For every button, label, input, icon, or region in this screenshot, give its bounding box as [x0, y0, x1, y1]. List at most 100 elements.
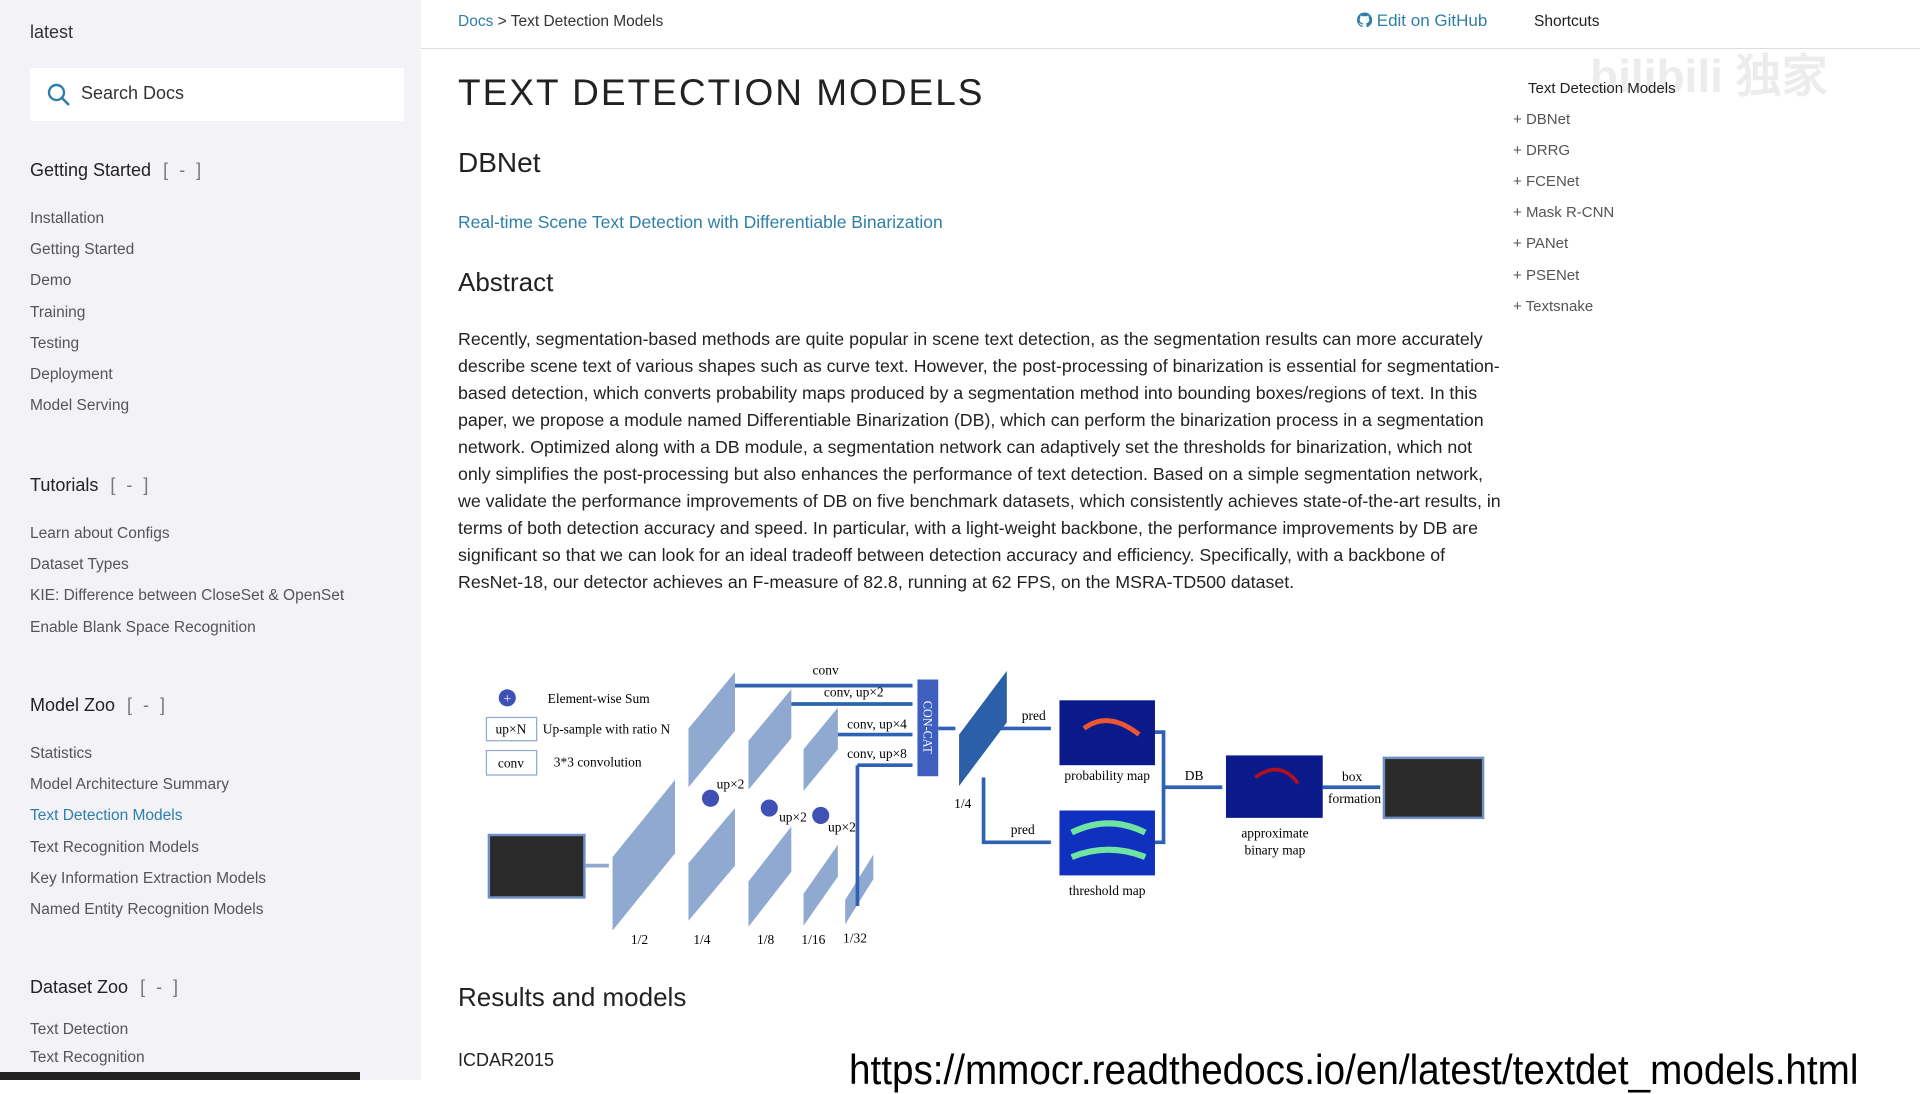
sidebar-item-enable-blank-space-recognition[interactable]: Enable Blank Space Recognition: [30, 618, 256, 636]
breadcrumb: Docs > Text Detection Models: [458, 13, 663, 31]
nav-section-getting-started: Getting Started [ - ]: [30, 160, 204, 181]
sum-nodes: [701, 789, 830, 824]
sidebar-item-model-serving[interactable]: Model Serving: [30, 397, 130, 415]
nav-section-model-zoo: Model Zoo [ - ]: [30, 695, 168, 716]
sidebar-item-dataset-types[interactable]: Dataset Types: [30, 556, 129, 574]
legend-sum: Element-wise Sum: [548, 691, 651, 706]
binary-map-label: binary map: [1245, 843, 1306, 858]
label-conv: conv: [813, 663, 839, 678]
nav-section-title: Tutorials: [30, 475, 99, 495]
sidebar-item-model-architecture-summary[interactable]: Model Architecture Summary: [30, 776, 229, 794]
sum-icon: [498, 689, 516, 707]
search-placeholder: Search Docs: [81, 83, 185, 103]
sidebar-item-training[interactable]: Training: [30, 303, 86, 321]
overlay-url-caption: https://mmocr.readthedocs.io/en/latest/t…: [849, 1046, 1859, 1093]
plus-icon: +: [1513, 142, 1522, 160]
arrows: [585, 683, 1381, 907]
scale-label: 1/16: [801, 932, 825, 947]
toc-item-label: PANet: [1525, 235, 1569, 253]
toc-item-dbnet[interactable]: + DBNet: [1513, 111, 1570, 128]
box-label: box: [1342, 769, 1362, 784]
sidebar-item-text-detection-models[interactable]: Text Detection Models: [30, 807, 183, 825]
abstract-text: Recently, segmentation-based methods are…: [458, 329, 1501, 592]
collapse-toggle[interactable]: [ - ]: [127, 695, 169, 715]
nav-section-dataset-zoo: Dataset Zoo[ - ]: [30, 977, 181, 998]
legend-conv-box: conv: [498, 756, 524, 771]
nav-section-title: Getting Started: [30, 160, 152, 180]
approx-label: approximate: [1241, 825, 1308, 840]
collapse-toggle[interactable]: [ - ]: [140, 977, 182, 997]
toc-title[interactable]: Text Detection Models: [1528, 80, 1676, 97]
nav-section-title: Model Zoo: [30, 695, 116, 715]
probability-map-label: probability map: [1064, 768, 1150, 783]
plus-icon: +: [1513, 266, 1522, 284]
toc-item-psenet[interactable]: + PSENet: [1513, 267, 1579, 284]
label-up2: up×2: [779, 810, 807, 825]
horizontal-scrollbar[interactable]: [0, 1072, 360, 1080]
version-label[interactable]: latest: [30, 22, 74, 42]
plus-icon: +: [1513, 204, 1522, 222]
db-label: DB: [1185, 768, 1204, 783]
sidebar-item-deployment[interactable]: Deployment: [30, 366, 113, 383]
sidebar-item-learn-about-configs[interactable]: Learn about Configs: [30, 525, 170, 542]
dbnet-architecture-diagram: + Element-wise Sum up×N Up-sample with r…: [485, 663, 1485, 947]
toc-item-label: Mask R-CNN: [1525, 204, 1615, 222]
fused-scale-label: 1/4: [954, 796, 971, 811]
formation-label: formation: [1328, 791, 1381, 806]
sidebar-item-kie-difference-between-closeset-openset[interactable]: KIE: Difference between CloseSet & OpenS…: [30, 587, 345, 605]
legend: + Element-wise Sum up×N Up-sample with r…: [485, 689, 671, 776]
nav-section-tutorials: Tutorials [ - ]: [30, 475, 151, 496]
search-icon: [47, 83, 70, 106]
legend-up: Up-sample with ratio N: [543, 721, 671, 736]
dataset-heading: ICDAR2015: [458, 1050, 555, 1070]
toc-item-label: PSENet: [1525, 266, 1580, 284]
collapse-toggle[interactable]: [ - ]: [110, 475, 152, 495]
concat-block: [917, 679, 939, 777]
sidebar-item-installation[interactable]: Installation: [30, 210, 105, 227]
toc-item-label: FCENet: [1525, 173, 1580, 191]
scale-label: 1/32: [843, 931, 867, 946]
section-heading-dbnet: DBNet: [458, 147, 541, 178]
plus-icon: +: [1513, 173, 1522, 191]
sidebar-item-testing[interactable]: Testing: [30, 334, 80, 352]
output-image: [1382, 756, 1485, 820]
toc-item-panet[interactable]: + PANet: [1513, 235, 1568, 252]
sidebar-item-demo[interactable]: Demo: [30, 272, 72, 290]
toc-item-textsnake[interactable]: + Textsnake: [1513, 298, 1593, 315]
sidebar-item-text-recognition[interactable]: Text Recognition: [30, 1049, 145, 1066]
github-icon: [1356, 12, 1373, 28]
page-title: TEXT DETECTION MODELS: [458, 72, 985, 113]
collapse-toggle[interactable]: [ - ]: [163, 160, 205, 180]
toc-item-fcenet[interactable]: + FCENet: [1513, 173, 1579, 190]
results-heading: Results and models: [458, 982, 687, 1012]
sidebar-item-key-information-extraction-models[interactable]: Key Information Extraction Models: [30, 869, 267, 887]
fused-feature: [959, 670, 1007, 787]
edit-on-github-link[interactable]: Edit on GitHub: [1356, 11, 1487, 31]
sidebar-item-named-entity-recognition-models[interactable]: Named Entity Recognition Models: [30, 901, 264, 918]
sidebar: latest Search Docs Getting Started [ - ] I…: [0, 0, 421, 1080]
breadcrumb-current: Text Detection Models: [510, 13, 664, 30]
plus-icon: +: [1513, 235, 1522, 253]
sidebar-item-statistics[interactable]: Statistics: [30, 745, 93, 762]
breadcrumb-docs-link[interactable]: Docs: [458, 13, 494, 30]
threshold-map-label: threshold map: [1069, 883, 1146, 898]
search-input[interactable]: Search Docs: [30, 68, 404, 121]
sidebar-item-text-detection[interactable]: Text Detection: [30, 1021, 129, 1038]
toc-item-mask-r-cnn[interactable]: + Mask R-CNN: [1513, 204, 1614, 221]
plus-icon: +: [1513, 111, 1522, 128]
threshold-map-image: [1059, 810, 1155, 876]
label-conv-up8: conv, up×8: [847, 746, 907, 761]
toc-item-drrg[interactable]: + DRRG: [1513, 142, 1570, 159]
concat-label: CON-CAT: [921, 701, 935, 755]
probability-map-image: [1059, 700, 1155, 766]
label-up2: up×2: [828, 819, 856, 834]
sidebar-item-getting-started[interactable]: Getting Started: [30, 241, 135, 259]
sidebar-item-text-recognition-models[interactable]: Text Recognition Models: [30, 838, 199, 856]
toc-item-label: Textsnake: [1525, 297, 1594, 315]
abstract-heading: Abstract: [458, 267, 554, 297]
label-up2: up×2: [717, 776, 745, 791]
paper-link[interactable]: Real-time Scene Text Detection with Diff…: [458, 212, 943, 232]
shortcuts-link[interactable]: Shortcuts: [1534, 13, 1600, 30]
watermark: bilibili 独家: [1590, 50, 1828, 102]
scale-label: 1/4: [693, 932, 710, 947]
